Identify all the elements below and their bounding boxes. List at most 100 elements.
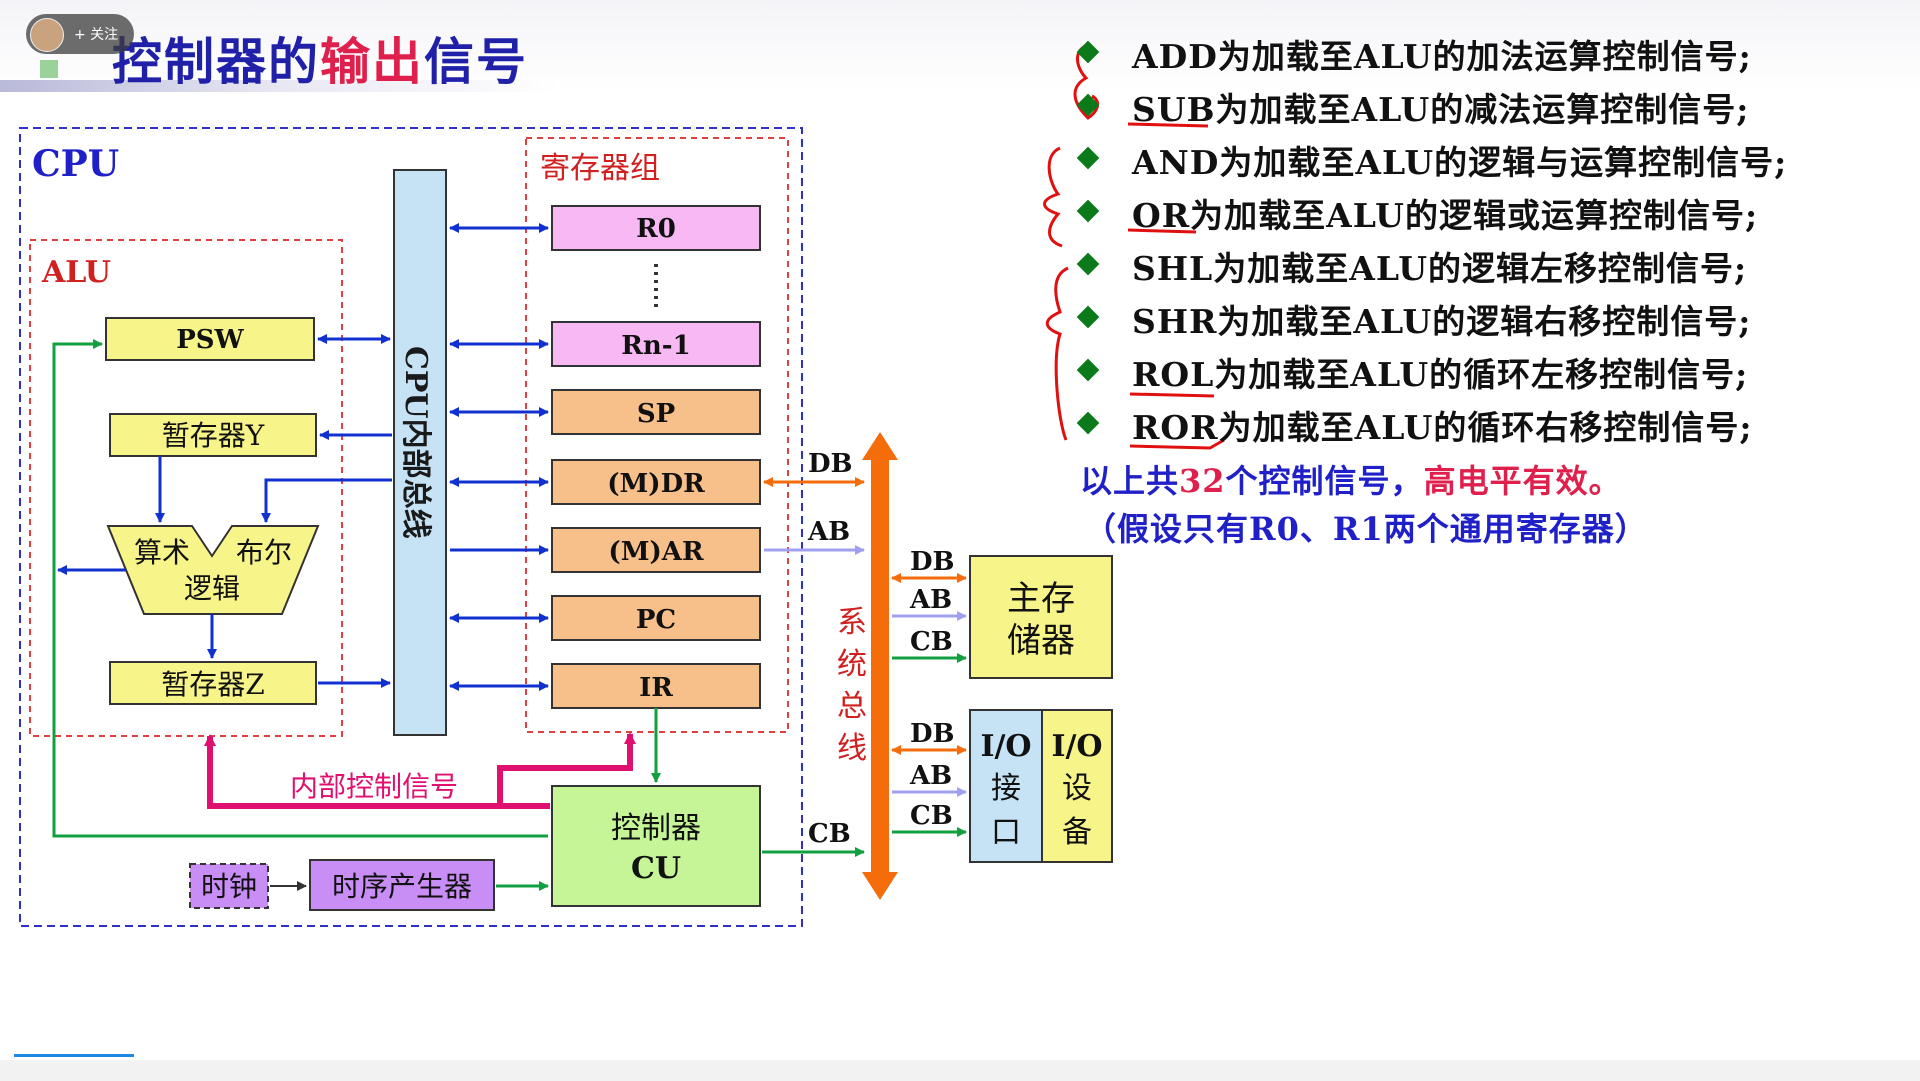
title-part1: 控制器的 (112, 33, 320, 91)
register-mdr (551, 459, 761, 505)
temp-register-z-label: 暂存器Z (161, 668, 264, 701)
alu-bool-label: 布尔 (236, 536, 292, 569)
register-mdr-label: (M)DR (607, 469, 705, 499)
io-db-label: DB (910, 719, 955, 749)
bullet-text: OR为加载至ALU的逻辑或运算控制信号; (1132, 196, 1759, 235)
system-bus-label-2: 统 (837, 647, 867, 682)
register-ir-label: IR (639, 673, 673, 703)
alu-label: ALU (41, 255, 111, 290)
mem-cb-label: CB (910, 627, 953, 657)
arrow-cu-psw (52, 339, 548, 838)
alu-arith-label: 算术 (134, 536, 190, 569)
system-bus-label-1: 系 (837, 605, 867, 640)
mdr-db-label: DB (808, 449, 853, 479)
timing-generator (309, 859, 495, 911)
register-r0-label: R0 (636, 214, 676, 244)
io-interface-label-2: 接 (991, 771, 1021, 806)
diamond-bullet-icon (1076, 411, 1100, 435)
title-part3: 信号 (424, 33, 528, 91)
clock-label: 时钟 (201, 870, 257, 903)
cu-label-2: CU (631, 851, 681, 886)
control-unit (551, 785, 761, 907)
io-cb-label: CB (910, 801, 953, 831)
bullet-text: SHR为加载至ALU的逻辑右移控制信号; (1132, 302, 1752, 341)
mem-ab-label: AB (909, 585, 952, 615)
diamond-bullet-icon (1076, 146, 1100, 170)
list-item: AND为加载至ALU的逻辑与运算控制信号; (1070, 134, 1910, 184)
list-item: ADD为加载至ALU的加法运算控制信号; (1070, 28, 1910, 78)
note-prefix: 以上共 (1080, 462, 1180, 500)
io-device (1041, 709, 1113, 863)
io-device-label-3: 备 (1062, 815, 1092, 850)
diamond-bullet-icon (1076, 358, 1100, 382)
diamond-bullet-icon (1076, 252, 1100, 276)
register-sp-label: SP (637, 399, 675, 429)
annotation-brace-3 (1045, 266, 1069, 441)
diamond-bullet-icon (1076, 199, 1100, 223)
mem-db-label: DB (910, 547, 955, 577)
bottom-strip (0, 1060, 1920, 1081)
temp-register-z (109, 661, 317, 705)
io-interface-label-3: 口 (991, 815, 1021, 850)
title-accent (0, 80, 560, 92)
page-title: 控制器的输出信号 (112, 22, 528, 94)
cu-cb-label: CB (808, 819, 851, 849)
mar-ab-label: AB (807, 517, 850, 547)
diamond-bullet-icon (1076, 40, 1100, 64)
temp-register-y (109, 413, 317, 457)
arrow-bus-alu (261, 478, 392, 523)
progress-indicator (14, 1054, 134, 1057)
register-rn1-label: Rn-1 (621, 331, 690, 361)
main-memory-label-1: 主存 (1007, 579, 1075, 619)
note-mid: 个控制信号， (1225, 462, 1424, 500)
cpu-internal-bus (393, 169, 447, 736)
register-mar-label: (M)AR (608, 537, 704, 567)
bullet-text: SUB为加载至ALU的减法运算控制信号; (1132, 90, 1750, 129)
list-item: SUB为加载至ALU的减法运算控制信号; (1070, 81, 1910, 131)
cu-label-1: 控制器 (611, 811, 701, 846)
timing-generator-label: 时序产生器 (332, 870, 472, 903)
io-interface (969, 709, 1043, 863)
assumption-note: （假设只有R0、R1两个通用寄存器） (1084, 510, 1648, 548)
bullet-text: ROL为加载至ALU的循环左移控制信号; (1132, 355, 1749, 394)
register-mar (551, 527, 761, 573)
annotation-brace-2 (1043, 146, 1063, 248)
alu-logic-label: 逻辑 (184, 572, 240, 605)
alu-boundary (29, 239, 343, 737)
register-r0 (551, 205, 761, 251)
register-rn1 (551, 321, 761, 367)
follow-button[interactable]: + 关注 (26, 14, 134, 54)
cpu-boundary (19, 127, 803, 927)
register-ir (551, 663, 761, 709)
system-bus-label-4: 线 (837, 731, 867, 766)
register-pc-label: PC (636, 605, 676, 635)
list-item: SHL为加载至ALU的逻辑左移控制信号; (1070, 240, 1910, 290)
system-bus (862, 432, 898, 900)
bullet-text: SHL为加载至ALU的逻辑左移控制信号; (1132, 249, 1748, 288)
register-pc (551, 595, 761, 641)
cpu-internal-bus-label: CPU内部总线 (398, 346, 433, 539)
signal-count-note: 以上共32个控制信号，高电平有效。 (1080, 456, 1622, 502)
cpu-label: CPU (32, 143, 119, 185)
title-part2: 输出 (320, 33, 424, 91)
diamond-bullet-icon (1076, 305, 1100, 329)
bullet-text: AND为加载至ALU的逻辑与运算控制信号; (1132, 143, 1788, 182)
psw-label: PSW (176, 325, 244, 355)
io-device-label-2: 设 (1062, 771, 1092, 806)
bullet-text: ROR为加载至ALU的循环右移控制信号; (1132, 408, 1753, 447)
title-decoration (40, 60, 58, 78)
main-memory (969, 555, 1113, 679)
main-memory-label-2: 储器 (1007, 621, 1075, 661)
alu-unit (106, 525, 320, 615)
annotation-underline-2 (1127, 228, 1197, 234)
internal-control-label: 内部控制信号 (290, 770, 458, 803)
note-count: 32 (1179, 462, 1226, 500)
internal-control-line (204, 734, 550, 809)
annotation-underline-3 (1129, 392, 1215, 398)
io-interface-label-1: I/O (980, 729, 1031, 764)
avatar (30, 18, 64, 52)
register-sp (551, 389, 761, 435)
annotation-underline-1 (1127, 122, 1209, 128)
register-group-label: 寄存器组 (540, 151, 660, 186)
